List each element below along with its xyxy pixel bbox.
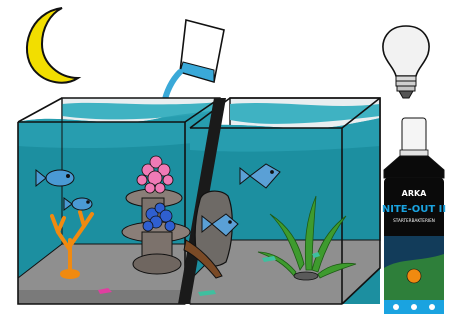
blue-coral [142,202,176,232]
right-tank [189,97,381,305]
plant-base [293,271,319,281]
gravel-detail [198,290,216,296]
orange-coral [50,210,94,279]
blue-fish [35,168,75,188]
gravel-detail [98,288,112,294]
gravel-detail [312,252,320,258]
product-brand: ARKA [402,189,428,198]
driftwood [183,239,223,279]
crescent-moon-icon [25,7,82,84]
product-name: NITE-OUT II [382,204,446,215]
aquatic-plant [257,195,357,279]
pink-coral [136,155,174,194]
angelfish [201,213,239,237]
rock [194,190,233,267]
product-bottle [383,117,445,314]
angelfish [239,163,281,189]
blue-fish [63,197,93,211]
light-bulb-icon [382,25,430,99]
product-subtitle: STARTERBAKTERIEN [393,218,435,223]
gravel-detail [262,256,276,262]
